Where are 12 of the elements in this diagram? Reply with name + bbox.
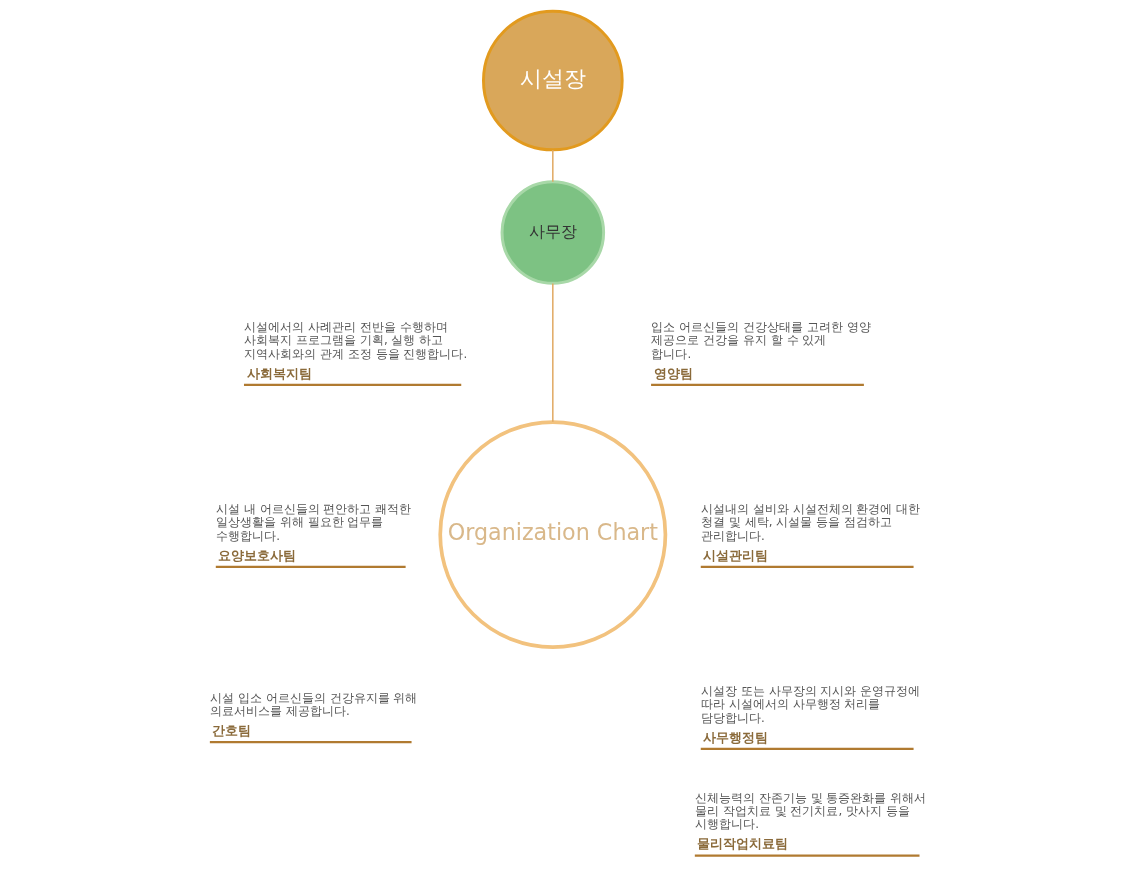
node-text: 시설 입소 어르신들의 건강유지를 위해 의료서비스를 제공합니다. 간호팀 xyxy=(209,690,417,738)
node-text: 신체능력의 잔존기능 및 통증완화를 위해서 물리 작업치료 및 전기치료, 맛사지 등을 시행합니다. 물리작업치료팀 xyxy=(694,790,926,852)
node-text: 시설 내 어르신들의 편안하고 쾌적한 일상생활을 위해 필요한 업무를 수행합니다. 요양보호사팀 xyxy=(215,501,411,563)
node-circle: 시설장 xyxy=(481,9,624,152)
node-text: 입소 어르신들의 건강상태를 고려한 영양 제공으로 건강을 유지 할 수 있게 합니다. 영양팀 xyxy=(650,319,871,381)
connector xyxy=(551,149,554,183)
node-text: 시설에서의 사례관리 전반을 수행하며 사회복지 프로그램을 기획, 실행 하고 지역사회와의 관계 조정 등을 진행합니다. 사회복지팀 xyxy=(243,319,467,381)
node-text: 시설장 또는 사무장의 지시와 운영규정에 따라 시설에서의 사무행정 처리를 담당합니다. 사무행정팀 xyxy=(700,683,920,745)
connector xyxy=(551,282,554,423)
node-circle: 사무장 xyxy=(500,180,605,285)
node-circle: Organization Chart xyxy=(437,420,667,650)
node-text: 시설내의 설비와 시설전체의 환경에 대한 청결 및 세탁, 시설물 등을 점검하고 관리합니다. 시설관리팀 xyxy=(700,501,920,563)
